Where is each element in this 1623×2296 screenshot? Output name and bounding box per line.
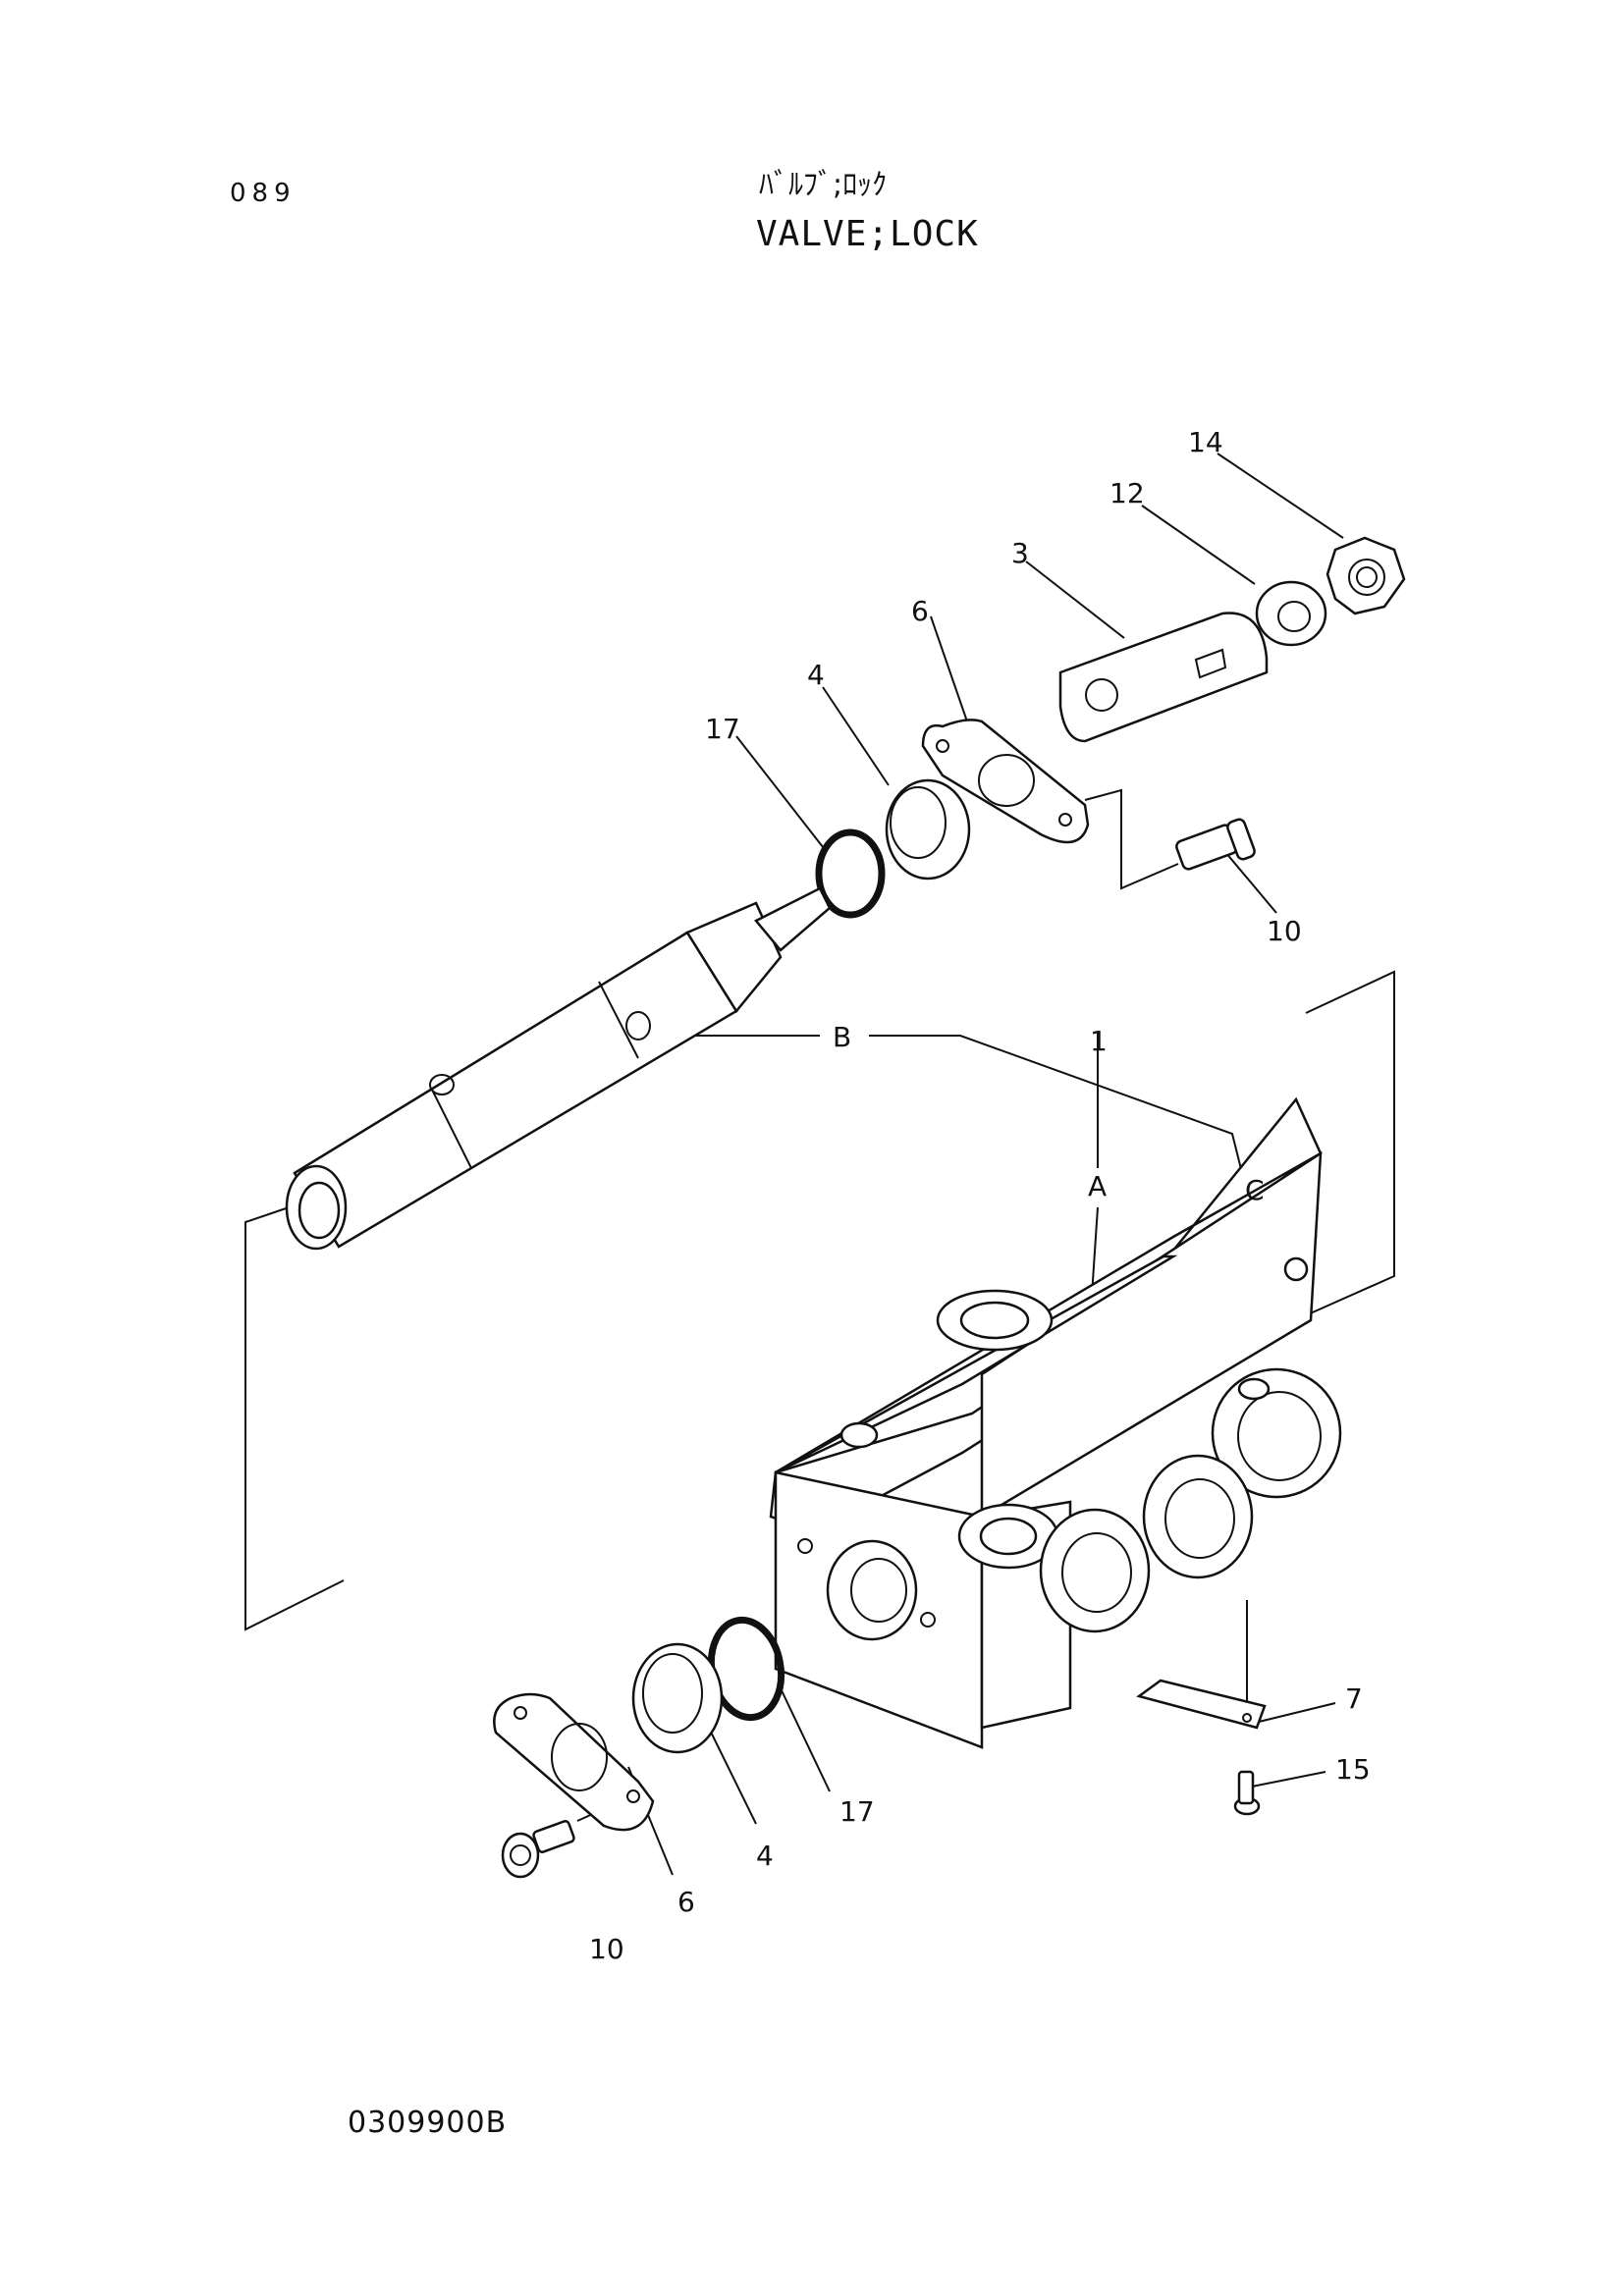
leader-lines <box>244 453 1395 1876</box>
callout-7: 7 <box>1345 1682 1363 1715</box>
spool-shaft-icon <box>285 886 832 1251</box>
callout-C: C <box>1245 1174 1265 1206</box>
callout-15: 15 <box>1335 1753 1371 1786</box>
page-number: 089 <box>230 179 297 208</box>
callout-14: 14 <box>1188 426 1223 458</box>
callout-12: 12 <box>1109 477 1145 509</box>
title-english: VALVE;LOCK <box>756 214 979 254</box>
name-plate-icon <box>1136 1679 1267 1730</box>
seal-ring-icon <box>885 778 971 881</box>
washer-icon <box>1255 580 1327 647</box>
callout-1: 1 <box>1090 1025 1108 1057</box>
callout-10-top: 10 <box>1267 915 1302 947</box>
title-japanese: ﾊﾞﾙﾌﾞ;ﾛｯｸ <box>759 168 888 202</box>
flange-cover-bottom-icon <box>493 1692 655 1832</box>
callout-4-bottom: 4 <box>756 1840 774 1872</box>
seal-ring-bottom-icon <box>631 1642 724 1754</box>
bolt-bottom-icon <box>501 1820 575 1879</box>
callout-17-bottom: 17 <box>839 1795 875 1828</box>
bolt-icon <box>1175 818 1256 871</box>
callout-6-bottom: 6 <box>677 1886 695 1918</box>
valve-body-icon <box>769 1096 1342 1749</box>
screw-icon <box>1233 1770 1261 1816</box>
hex-nut-icon <box>1325 536 1406 615</box>
callout-3: 3 <box>1011 537 1029 569</box>
callout-17-top: 17 <box>705 713 740 745</box>
callout-6-top: 6 <box>911 595 929 627</box>
callout-10-bottom: 10 <box>589 1933 624 1965</box>
drawing-number: 0309900B <box>348 2106 508 2140</box>
callout-A: A <box>1088 1170 1107 1202</box>
callout-4-top: 4 <box>807 659 825 691</box>
flange-cover-icon <box>921 719 1090 844</box>
callout-labels: 14 12 3 6 4 17 10 B 1 A C 7 15 17 4 6 10 <box>589 426 1371 1965</box>
lock-plate-icon <box>1058 612 1269 743</box>
o-ring-icon <box>815 828 886 919</box>
callout-B: B <box>833 1021 851 1053</box>
